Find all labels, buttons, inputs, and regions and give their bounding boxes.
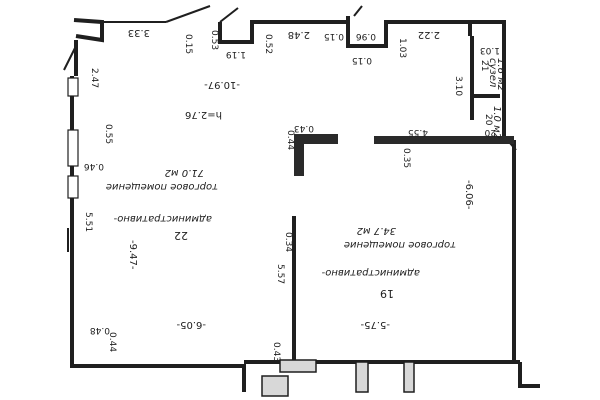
dim-label: 0.35	[401, 148, 411, 168]
column-l-leg	[294, 134, 304, 176]
dim-label: 0.48	[90, 325, 110, 335]
window-left-3	[67, 175, 79, 199]
column-l-shape	[294, 134, 338, 144]
room-19-type-2: торговое помещение	[344, 239, 456, 250]
room-19-area: 34.7 м2	[357, 225, 396, 236]
room-22-type-2: торговое помещение	[106, 181, 218, 192]
porch-box	[261, 375, 289, 397]
wall-interior-horizontal	[374, 136, 514, 144]
dim-label: 0.15	[324, 31, 344, 41]
dim-label: 0.34	[283, 232, 293, 252]
dim-label: 2.22	[418, 29, 440, 40]
dim-label: 0.44	[107, 332, 117, 352]
dim-label: 1.03	[397, 38, 407, 58]
room-22-type-1: административно-	[113, 213, 212, 224]
dim-label: 3.33	[128, 27, 150, 38]
porch-far-right	[403, 361, 415, 393]
dim-label: 0.15	[183, 34, 193, 54]
wall-bottom-left	[70, 346, 246, 392]
windows	[67, 77, 79, 252]
door-swing-top-mid	[219, 7, 239, 23]
dim-label: -5.75-	[360, 319, 390, 330]
dim-label: 4.55	[408, 127, 428, 137]
room-22-area: 71.0 м2	[165, 167, 204, 178]
wall-bottom-right	[518, 362, 540, 388]
dim-label: 5.51	[83, 212, 93, 232]
dim-label: 2.48	[288, 29, 310, 40]
dim-label: 3.10	[453, 76, 463, 96]
window-left-1	[67, 77, 79, 97]
porch-right	[355, 361, 369, 393]
dim-label: -6.05-	[176, 319, 206, 330]
porch-left	[279, 359, 317, 373]
walls	[63, 5, 540, 392]
dim-label: 20	[484, 127, 496, 137]
dim-label: 0.43	[271, 342, 281, 362]
dim-label: 0.15	[352, 55, 372, 65]
dim-label: 2.47	[89, 68, 99, 88]
room-labels: 22 административно- торговое помещение 7…	[106, 58, 506, 300]
room-21-area: 1.6 м2	[495, 58, 506, 91]
dimension-labels: 3.33 0.15 0.53 1.19 0.52 2.48 0.15 0.96 …	[83, 27, 500, 362]
dim-label: -10.97-	[204, 79, 240, 90]
door-swing-top-right	[353, 5, 363, 17]
wall-top-right-niche	[346, 16, 472, 48]
dim-label: h=2.76	[185, 109, 222, 120]
wall-top-left-corner	[73, 18, 104, 43]
wall-top-niche-left	[218, 20, 254, 44]
dim-label: 5.57	[275, 264, 285, 284]
dim-label: 0.96	[356, 31, 376, 41]
door-swing-top-left	[165, 5, 211, 23]
bottom-elements	[261, 359, 415, 397]
dim-label: -6.06-	[463, 180, 474, 210]
room-19-type-1: административно-	[321, 267, 420, 278]
window-left-2	[67, 129, 79, 167]
dim-label: 1.19	[226, 49, 246, 59]
room-20-area: 1.0 м2	[491, 106, 502, 139]
dim-label: 0.44	[285, 130, 295, 150]
dim-label: 0.46	[84, 161, 104, 171]
door-swing-left	[63, 45, 77, 71]
room-19-number: 19	[380, 287, 394, 300]
dim-label: 0.43	[294, 123, 314, 133]
room-21-number: 21	[479, 60, 489, 71]
wall-sanitary-outer	[470, 20, 506, 136]
room-21-type: сузел	[487, 58, 498, 88]
room-20-number: 20	[483, 114, 493, 126]
dim-label: 1.03	[480, 45, 500, 55]
room-22-number: 22	[174, 229, 188, 242]
dim-label: 0.55	[103, 124, 113, 144]
dim-label: -9.47-	[127, 240, 138, 270]
dim-label: 0.53	[209, 30, 219, 50]
dim-label: 0.52	[263, 34, 273, 54]
